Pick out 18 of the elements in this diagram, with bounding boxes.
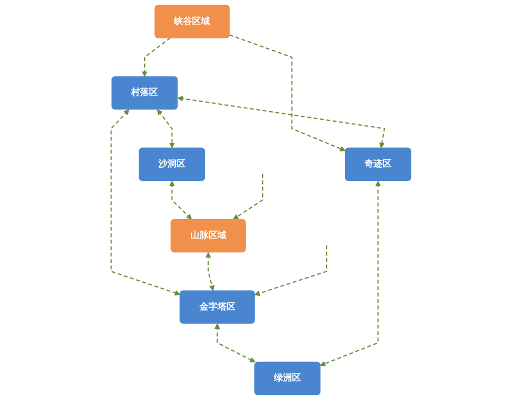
node-box: 金字塔区 <box>180 290 255 324</box>
node-box: 奇迹区 <box>344 148 412 182</box>
node-box: 沙洞区 <box>138 148 206 182</box>
arrow <box>205 252 215 291</box>
arrow <box>110 109 180 296</box>
node-box: 村落区 <box>111 76 178 110</box>
arrow <box>229 34 346 152</box>
arrow <box>169 180 192 220</box>
arrow <box>142 37 171 77</box>
node-box: 绿洲区 <box>254 362 320 396</box>
arrow <box>177 96 386 148</box>
node-box: 峡谷区域 <box>154 4 230 38</box>
arrow <box>320 180 381 366</box>
arrow <box>232 174 264 220</box>
arrow <box>157 109 175 148</box>
arrow <box>254 245 328 296</box>
arrow <box>214 323 256 362</box>
node-box: 山脉区域 <box>170 218 246 252</box>
